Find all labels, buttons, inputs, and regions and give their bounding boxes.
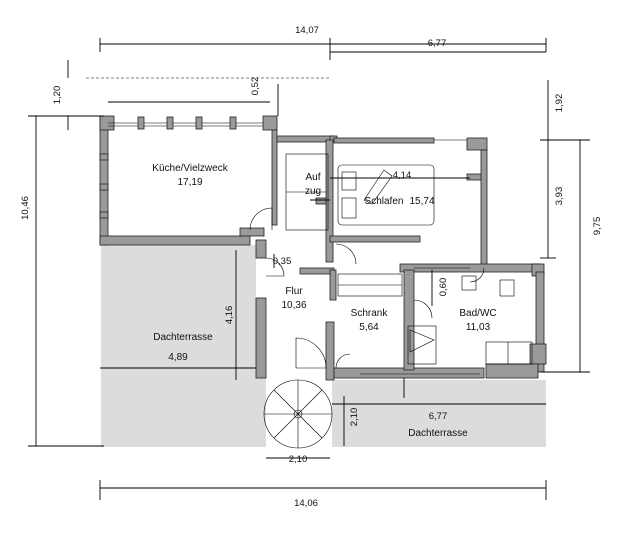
room-area-lift: zug (305, 186, 321, 197)
room-area-schrank: 5,64 (359, 322, 379, 333)
room-name-lift: Auf (305, 172, 320, 183)
door-swing (469, 267, 485, 283)
room-area-terrace-left: 4,89 (168, 352, 188, 363)
wall (99, 116, 109, 246)
wall (271, 129, 278, 226)
room-name-terrace-right: Dachterrasse (408, 428, 468, 439)
wall (99, 235, 251, 246)
pillow (341, 171, 357, 191)
room-labels: Küche/Vielzweck 17,19 Auf zug Schlafen 1… (152, 163, 496, 439)
door-swing (295, 337, 327, 369)
dim-flur-small: 0,35 (273, 256, 292, 267)
wall (276, 135, 335, 143)
window-post (195, 116, 203, 130)
wall (299, 267, 335, 275)
wall (325, 139, 334, 263)
room-name-kitchen: Küche/Vielzweck (152, 163, 228, 174)
wall (466, 137, 488, 151)
room-area-flur: 10,36 (281, 300, 306, 311)
door-swing (265, 257, 285, 277)
window-post (99, 211, 109, 219)
dim-top-right: 6,77 (428, 38, 447, 49)
pillow (341, 197, 357, 219)
window-post (229, 116, 237, 130)
wall (329, 235, 421, 243)
door-swing (335, 353, 351, 369)
spiral-staircase (263, 379, 333, 449)
window-post (99, 183, 109, 191)
dim-terrace-right-depth: 2,10 (349, 408, 360, 427)
door-swing (335, 243, 357, 265)
dimension-labels: 14,07 6,77 1,20 10,46 0,52 1,92 3,93 9,7… (20, 25, 603, 509)
room-name-flur: Flur (285, 286, 303, 297)
wall (255, 297, 267, 379)
dim-kitchen-offset: 0,52 (250, 77, 261, 96)
dim-stair-width: 2,10 (289, 454, 308, 465)
bed (337, 164, 435, 226)
wall (329, 269, 337, 301)
wall (529, 343, 547, 365)
terrace-left (101, 245, 256, 447)
wall (262, 115, 278, 131)
room-name-terrace-left: Dachterrasse (153, 332, 213, 343)
window-post (99, 153, 109, 161)
room-area-kitchen: 17,19 (177, 177, 202, 188)
toilet (499, 279, 515, 297)
window-post (137, 116, 145, 130)
room-area-bad: 11,03 (466, 322, 491, 333)
dim-left-total: 10,46 (20, 196, 31, 220)
wall (403, 269, 415, 371)
wall (255, 239, 267, 259)
room-name-schlafen: Schlafen (365, 196, 404, 207)
dim-left-top: 1,20 (52, 86, 63, 105)
dim-schlafen-width: 4,14 (393, 170, 412, 181)
doors (249, 207, 485, 369)
wall (466, 173, 482, 181)
terrace-areas (101, 245, 546, 447)
shower-stair (407, 325, 437, 365)
dim-flur-depth: 4,16 (224, 306, 235, 325)
dim-bad-offset: 0,60 (438, 278, 449, 297)
door-swing (249, 207, 273, 231)
wall (239, 227, 265, 237)
dim-right-top: 1,92 (554, 94, 565, 113)
furniture (285, 153, 533, 365)
room-name-bad: Bad/WC (459, 308, 496, 319)
window-post (166, 116, 174, 130)
terrace-left-stair (256, 378, 266, 447)
dim-right-total: 9,75 (592, 217, 603, 236)
windows (99, 116, 480, 375)
wall (333, 137, 435, 144)
dimension-lines (28, 38, 590, 500)
wall (480, 149, 488, 269)
dim-bottom-total: 14,06 (294, 498, 318, 509)
room-name-schrank: Schrank (351, 308, 389, 319)
terrace-right (332, 380, 546, 447)
room-area-schlafen: 15,74 (409, 196, 434, 207)
dim-terrace-right-width: 6,77 (429, 411, 448, 422)
dim-right-mid: 3,93 (554, 187, 565, 206)
wall (315, 197, 327, 205)
door-swing (413, 299, 433, 319)
bathtub (485, 341, 533, 365)
dim-top-total: 14,07 (295, 25, 319, 36)
wall (485, 363, 539, 379)
sink (461, 275, 477, 291)
wall (325, 321, 335, 381)
